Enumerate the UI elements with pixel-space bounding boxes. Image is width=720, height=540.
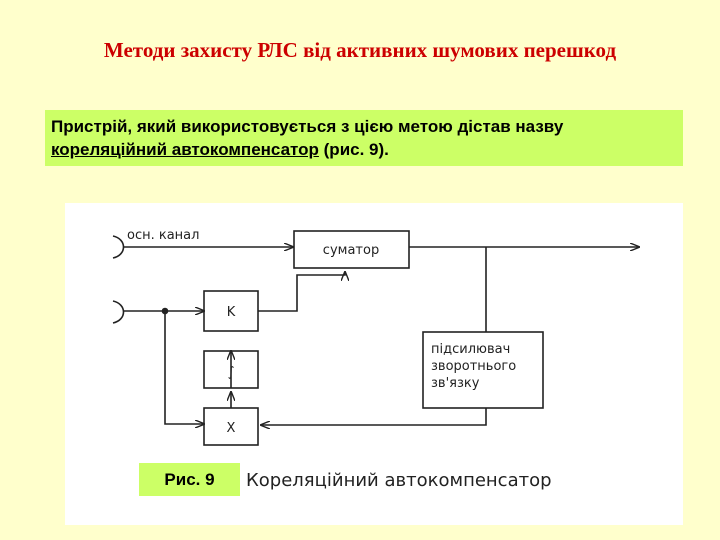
figure-caption: Кореляційний автокомпенсатор: [246, 470, 552, 491]
feedback-return-line: [261, 408, 487, 425]
description-term: кореляційний автокомпенсатор: [51, 140, 319, 159]
summator-label: суматор: [323, 243, 379, 258]
block-diagram: осн. канал суматор K ∫ X підсилювач звор…: [112, 228, 683, 446]
figure-label: Рис. 9: [139, 463, 240, 496]
amplifier-label-line-3: зв'язку: [431, 376, 480, 391]
main-antenna-icon: [112, 235, 125, 259]
multiplier-label: X: [227, 421, 236, 436]
k-label: K: [227, 305, 236, 320]
amplifier-label-line-2: зворотнього: [431, 359, 516, 374]
description-box: Пристрій, який використовується з цією м…: [45, 110, 683, 166]
description-suffix: (рис. 9).: [318, 140, 389, 159]
k-block: [203, 290, 259, 332]
summator-block: [293, 230, 410, 269]
k-to-summator-line: [258, 272, 345, 312]
main-channel-label: осн. канал: [127, 228, 199, 243]
integrator-block: [203, 350, 259, 389]
amplifier-block: [422, 331, 544, 409]
slide-title: Методи захисту РЛС від активних шумових …: [103, 38, 617, 62]
aux-to-multiplier-line: [164, 311, 204, 424]
integrator-icon: ∫: [228, 365, 235, 380]
aux-antenna-icon: [112, 300, 125, 324]
amplifier-label-line-1: підсилювач: [431, 342, 510, 357]
multiplier-block: [203, 407, 259, 446]
description-prefix: Пристрій, який використовується з цією м…: [51, 117, 564, 136]
